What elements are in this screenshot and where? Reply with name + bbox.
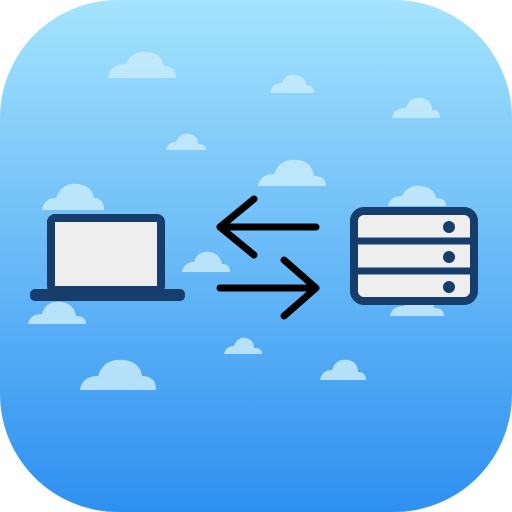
cloud-icon: [42, 183, 104, 210]
cloud-icon: [270, 74, 314, 93]
cloud-icons: [28, 51, 446, 390]
laptop-base: [30, 289, 185, 301]
cloud-icon: [28, 301, 86, 324]
transfer-arrows: [216, 195, 320, 320]
server-led: [443, 221, 455, 233]
cloud-icon: [392, 97, 440, 118]
cloud-icon: [108, 51, 176, 78]
cloud-icon: [388, 185, 446, 206]
cloud-icon: [258, 159, 326, 186]
cloud-icon: [320, 359, 366, 380]
laptop-icon: [30, 214, 185, 301]
server-led: [443, 251, 455, 263]
cloud-icon: [224, 337, 262, 354]
cloud-icon: [182, 251, 230, 272]
server-icon: [350, 207, 478, 305]
cloud-icon: [166, 133, 206, 150]
cloud-icon: [80, 359, 156, 390]
server-body: [350, 207, 478, 305]
arrow-right-icon: [216, 256, 320, 320]
server-led: [443, 281, 455, 293]
arrow-left-icon: [216, 195, 320, 259]
laptop-screen: [47, 214, 165, 294]
